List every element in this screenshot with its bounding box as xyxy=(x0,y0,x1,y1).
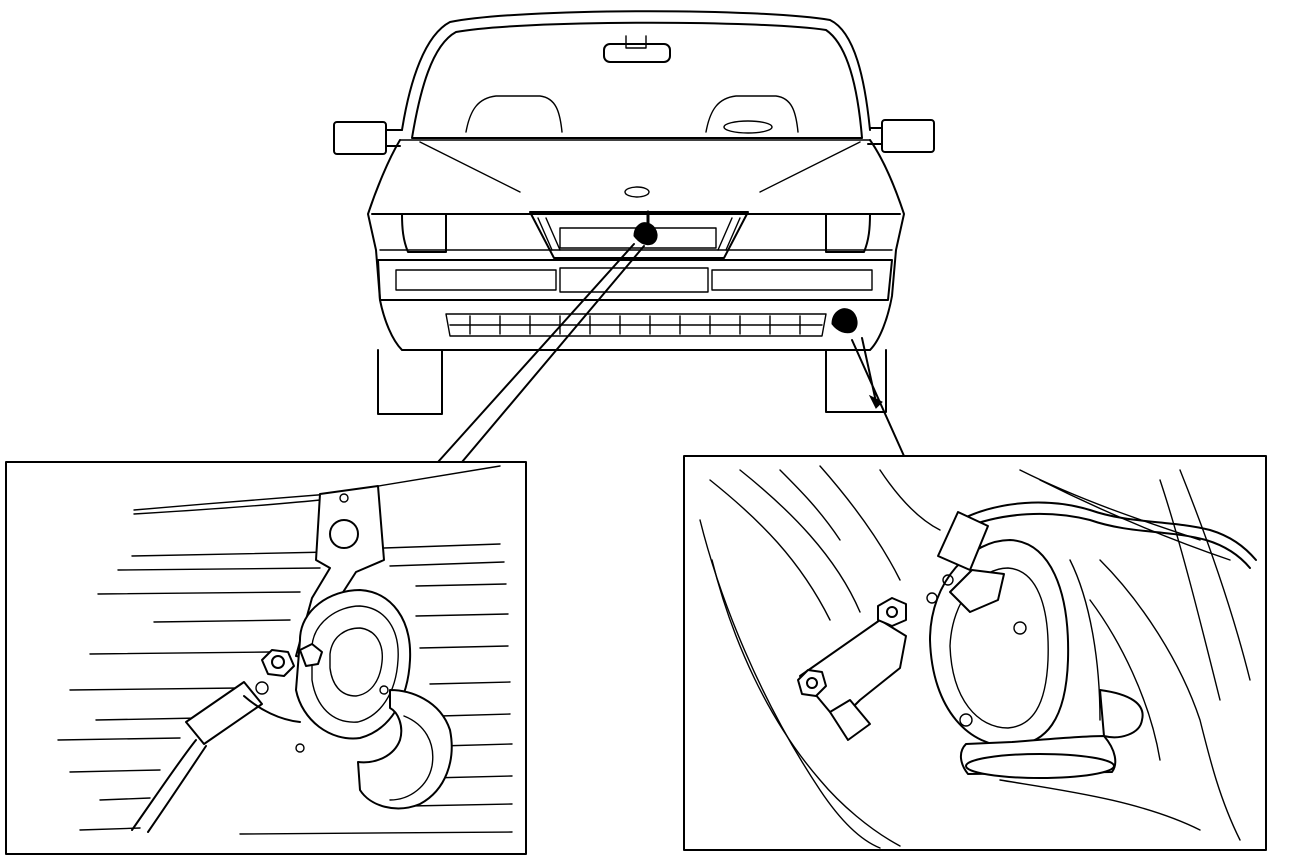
leader-line-left xyxy=(437,243,645,463)
rear-window xyxy=(411,21,863,139)
number-plate-recess xyxy=(529,211,749,259)
rear-bumper xyxy=(377,259,893,301)
detail-right-frame xyxy=(683,455,1267,851)
car-roof-outline xyxy=(401,10,871,131)
mirror-right xyxy=(881,119,935,153)
car-rear-view xyxy=(333,10,935,415)
wiring-loom xyxy=(959,501,1257,561)
headrest-left xyxy=(465,95,563,133)
headrest-right xyxy=(705,95,799,133)
detail-left xyxy=(5,461,527,855)
tail-light-right xyxy=(825,213,871,253)
horn-left xyxy=(295,589,412,740)
badge xyxy=(624,186,650,198)
horn-connector-right xyxy=(937,511,989,571)
lower-grille xyxy=(445,313,827,337)
detail-left-frame xyxy=(5,461,527,855)
callout-leaders xyxy=(437,243,905,463)
wheel-right xyxy=(825,349,887,413)
horn-connector-left xyxy=(185,681,263,745)
car-body xyxy=(367,139,905,351)
horn-cable-left xyxy=(131,739,207,833)
wheel-left xyxy=(377,349,443,415)
horn-marker-centre xyxy=(633,210,658,246)
horn-marker-right xyxy=(831,308,858,334)
mirror-left xyxy=(333,121,387,155)
horn-trumpet-left xyxy=(357,689,453,810)
brake-light xyxy=(603,43,671,63)
leader-line-right xyxy=(851,337,905,457)
detail-right xyxy=(683,455,1267,851)
tail-light-left xyxy=(401,213,447,253)
